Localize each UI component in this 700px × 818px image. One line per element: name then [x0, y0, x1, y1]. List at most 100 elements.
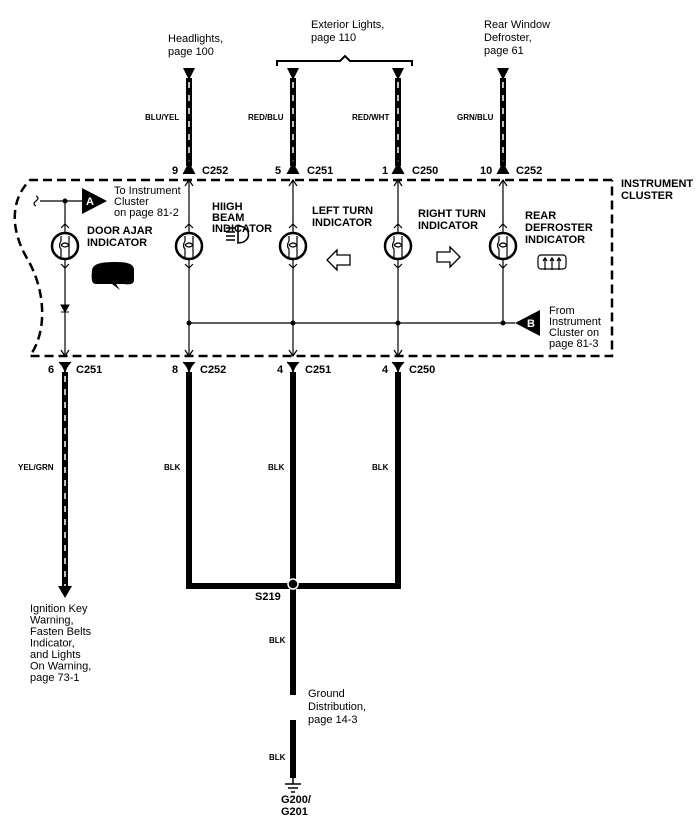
- terminal-arrow: [288, 349, 298, 358]
- destination-text: On Warning,: [30, 661, 91, 673]
- high-beam-label: HIIGH BEAM INDICATOR: [212, 201, 272, 235]
- splice-label: S219: [255, 591, 281, 603]
- arrow-down-icon: [392, 68, 404, 80]
- internal-circuit: A B: [33, 180, 540, 356]
- reference-text: Cluster: [114, 196, 149, 208]
- destination-text: Indicator,: [30, 638, 75, 650]
- cluster-label: CLUSTER: [621, 190, 673, 202]
- connector-label: C251: [305, 364, 331, 376]
- arrow-down-icon: [183, 68, 195, 80]
- wire-color-red-blu: RED/BLU: [248, 113, 284, 122]
- wire-color-blk: BLK: [372, 463, 389, 472]
- reference-text: page 81-3: [549, 338, 599, 350]
- arrow-down-icon: [58, 586, 72, 598]
- bottom-connector-set: [58, 349, 405, 375]
- ref-b-letter: B: [527, 318, 535, 330]
- reference-text: Headlights,: [168, 33, 223, 45]
- ground-icon: [285, 778, 301, 793]
- top-wire-set: [182, 68, 510, 187]
- wire-color-blk: BLK: [164, 463, 181, 472]
- connector-symbol: [391, 361, 405, 375]
- indicator-label: DOOR AJAR: [87, 225, 153, 237]
- indicator-label: BEAM: [212, 212, 244, 224]
- left-turn-label: LEFT TURN INDICATOR: [312, 205, 373, 229]
- connector-label: C250: [412, 165, 438, 177]
- indicator-label: INDICATOR: [212, 223, 272, 235]
- reference-text: To Instrument: [114, 185, 181, 197]
- headlights-reference: Headlights, page 100: [168, 33, 223, 58]
- bulb-icon: [174, 223, 204, 269]
- indicator-label: RIGHT TURN: [418, 208, 486, 220]
- ground-text: G200/: [281, 794, 311, 806]
- arrow-down-icon: [497, 68, 509, 80]
- reference-text: Defroster,: [484, 32, 532, 44]
- indicator-label: INDICATOR: [312, 217, 372, 229]
- splice-node: [186, 320, 192, 326]
- rear-defroster-label: REAR DEFROSTER INDICATOR: [525, 210, 593, 246]
- connector-label: C251: [76, 364, 102, 376]
- cluster-label: INSTRUMENT: [621, 178, 693, 190]
- reference-text: Rear Window: [484, 19, 550, 31]
- terminal-arrow: [60, 349, 70, 358]
- instrument-cluster-boundary: [13, 178, 614, 358]
- destination-text: Warning,: [30, 615, 74, 627]
- connector-symbol: [391, 159, 405, 175]
- left-arrow-icon: [326, 248, 351, 272]
- rear-defroster-reference: Rear Window Defroster, page 61: [484, 19, 550, 57]
- diode-icon: [60, 304, 70, 314]
- reference-text: Cluster on: [549, 327, 599, 339]
- pin-label: 4: [382, 364, 389, 376]
- bulb-set: [50, 223, 518, 269]
- headlamp-icon: [226, 225, 250, 244]
- defroster-icon: [537, 254, 567, 270]
- connector-symbol: [286, 361, 300, 375]
- right-arrow-icon: [436, 245, 461, 269]
- reference-text: Ground: [308, 688, 345, 700]
- reference-text: Exterior Lights,: [311, 19, 384, 31]
- reference-text: From: [549, 305, 575, 317]
- indicator-label: INDICATOR: [87, 237, 147, 249]
- ref-b-text: From Instrument Cluster on page 81-3: [549, 305, 601, 350]
- indicator-label: HIIGH: [212, 201, 243, 213]
- indicator-label: REAR: [525, 210, 556, 222]
- indicator-label: LEFT TURN: [312, 205, 373, 217]
- bulb-icon: [383, 223, 413, 269]
- bulb-icon: [50, 223, 80, 269]
- bottom-wires: [58, 349, 405, 793]
- exterior-lights-reference: Exterior Lights, page 110: [276, 19, 413, 66]
- connector-label: C251: [307, 165, 333, 177]
- wire-color-red-wht: RED/WHT: [352, 113, 389, 122]
- connector-symbol: [58, 361, 72, 375]
- bulb-icon: [278, 223, 308, 269]
- destination-text: Ignition Key: [30, 603, 88, 615]
- wire: [188, 180, 515, 356]
- reference-text: page 14-3: [308, 714, 358, 726]
- top-wires: [182, 68, 510, 187]
- connector-symbol: [182, 361, 196, 375]
- wire-color-blk: BLK: [269, 636, 286, 645]
- break-symbol-icon: [33, 195, 39, 207]
- ref-a-letter: A: [86, 196, 94, 208]
- ref-b-triangle-icon: [515, 310, 540, 336]
- splice-node: [500, 320, 506, 326]
- terminal-arrow: [184, 349, 194, 358]
- indicator-label: INDICATOR: [525, 234, 585, 246]
- door-ajar-label: DOOR AJAR INDICATOR: [87, 225, 153, 249]
- connector-symbol: [496, 159, 510, 175]
- exterior-brace: [276, 54, 413, 66]
- splice-node: [290, 320, 296, 326]
- terminal-arrow: [393, 349, 403, 358]
- pin-label: 4: [277, 364, 284, 376]
- wire-color-yel-grn: YEL/GRN: [18, 463, 54, 472]
- ref-a-triangle-icon: [82, 188, 107, 214]
- pin-label: 9: [172, 165, 178, 177]
- pin-label: 6: [48, 364, 54, 376]
- ref-a-text: To Instrument Cluster on page 81-2: [114, 185, 181, 219]
- reference-text: Instrument: [549, 316, 601, 328]
- reference-text: Distribution,: [308, 701, 366, 713]
- destination-text: page 73-1: [30, 672, 80, 684]
- destination-text: Fasten Belts: [30, 626, 92, 638]
- indicator-label: DEFROSTER: [525, 222, 593, 234]
